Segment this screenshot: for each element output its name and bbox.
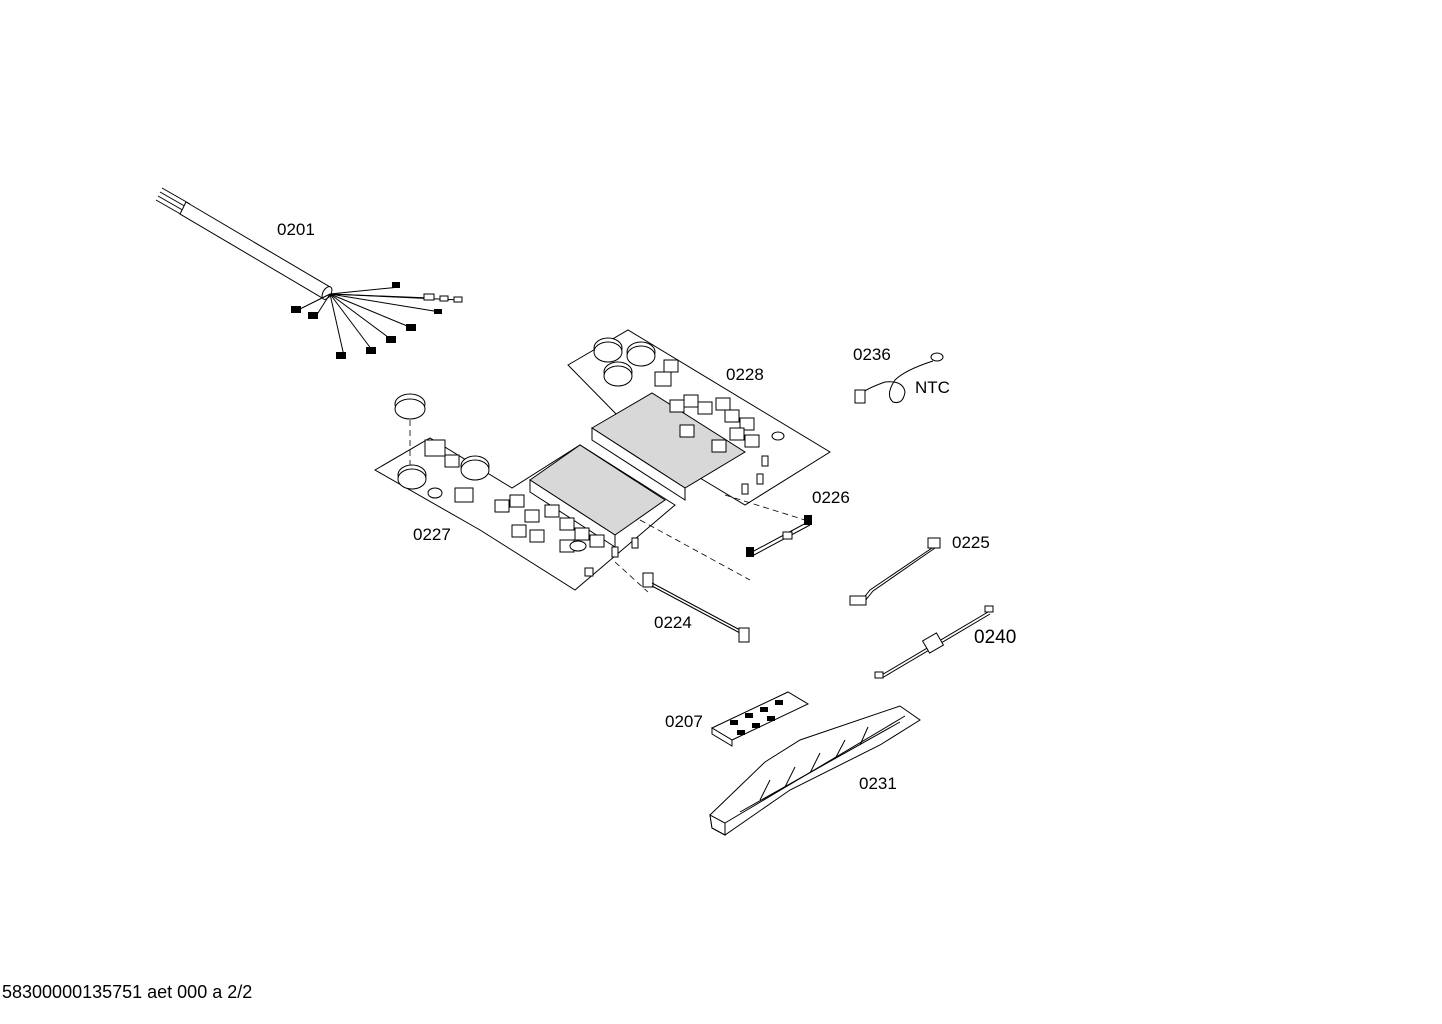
label-0236: 0236 [853,345,891,364]
label-0207: 0207 [665,712,703,731]
part-0228-power-board[interactable] [567,329,831,506]
label-ntc: NTC [915,378,950,397]
part-0227-power-board[interactable] [373,393,676,591]
part-0207-control-board[interactable] [710,691,810,747]
label-0240: 0240 [974,627,1017,648]
label-0201: 0201 [277,220,315,239]
label-0226: 0226 [812,488,850,507]
part-0226-ribbon-cable[interactable] [746,515,812,557]
part-0224-wire-harness[interactable] [642,572,750,643]
label-0224: 0224 [654,613,692,632]
label-0231: 0231 [859,774,897,793]
part-0236-ntc-sensor[interactable] [854,352,944,404]
document-footer: 58300000135751 aet 000 a 2/2 [2,982,253,1002]
part-0225-wire-harness[interactable] [849,537,941,606]
part-0231-support-bracket[interactable] [709,705,921,836]
part-0201-mains-cable[interactable] [155,187,463,359]
label-0225: 0225 [952,533,990,552]
part-0240-ferrite-cable[interactable] [874,605,994,679]
connection-lines [614,494,806,593]
label-0227: 0227 [413,525,451,544]
label-0228: 0228 [726,365,764,384]
